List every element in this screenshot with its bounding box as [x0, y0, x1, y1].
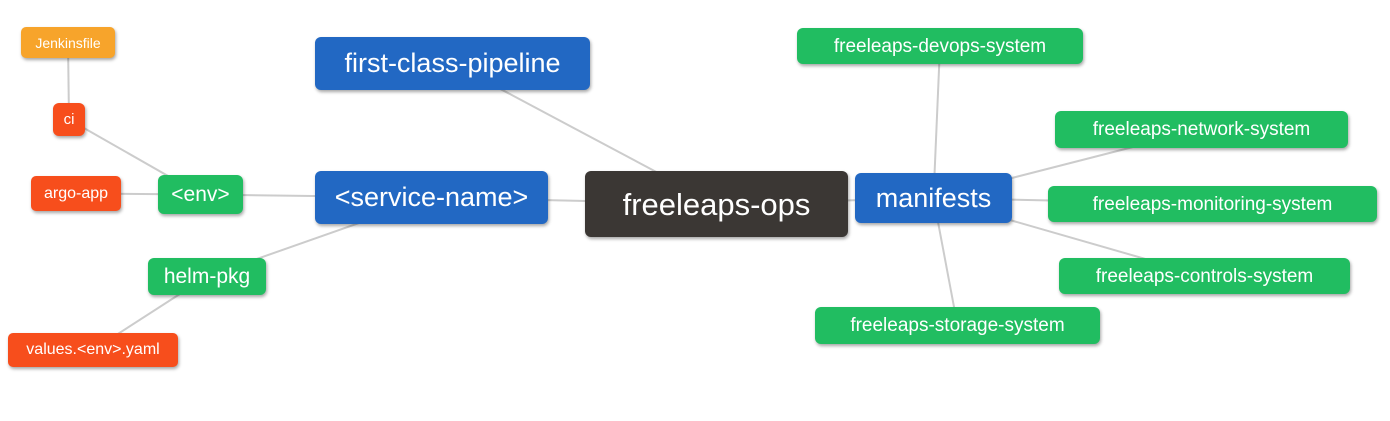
- node-env[interactable]: <env>: [158, 175, 243, 214]
- node-helm-pkg[interactable]: helm-pkg: [148, 258, 266, 295]
- node-freeleaps-storage-system[interactable]: freeleaps-storage-system: [815, 307, 1100, 344]
- node-freeleaps-ops-root[interactable]: freeleaps-ops: [585, 171, 848, 237]
- node-freeleaps-monitoring-system[interactable]: freeleaps-monitoring-system: [1048, 186, 1377, 222]
- node-freeleaps-network-system[interactable]: freeleaps-network-system: [1055, 111, 1348, 148]
- node-first-class-pipeline[interactable]: first-class-pipeline: [315, 37, 590, 90]
- node-freeleaps-devops-system[interactable]: freeleaps-devops-system: [797, 28, 1083, 64]
- node-argo-app[interactable]: argo-app: [31, 176, 121, 211]
- node-ci[interactable]: ci: [53, 103, 85, 136]
- node-freeleaps-controls-system[interactable]: freeleaps-controls-system: [1059, 258, 1350, 294]
- node-service-name[interactable]: <service-name>: [315, 171, 548, 224]
- node-manifests[interactable]: manifests: [855, 173, 1012, 223]
- node-jenkinsfile[interactable]: Jenkinsfile: [21, 27, 115, 58]
- node-values-env-yaml[interactable]: values.<env>.yaml: [8, 333, 178, 367]
